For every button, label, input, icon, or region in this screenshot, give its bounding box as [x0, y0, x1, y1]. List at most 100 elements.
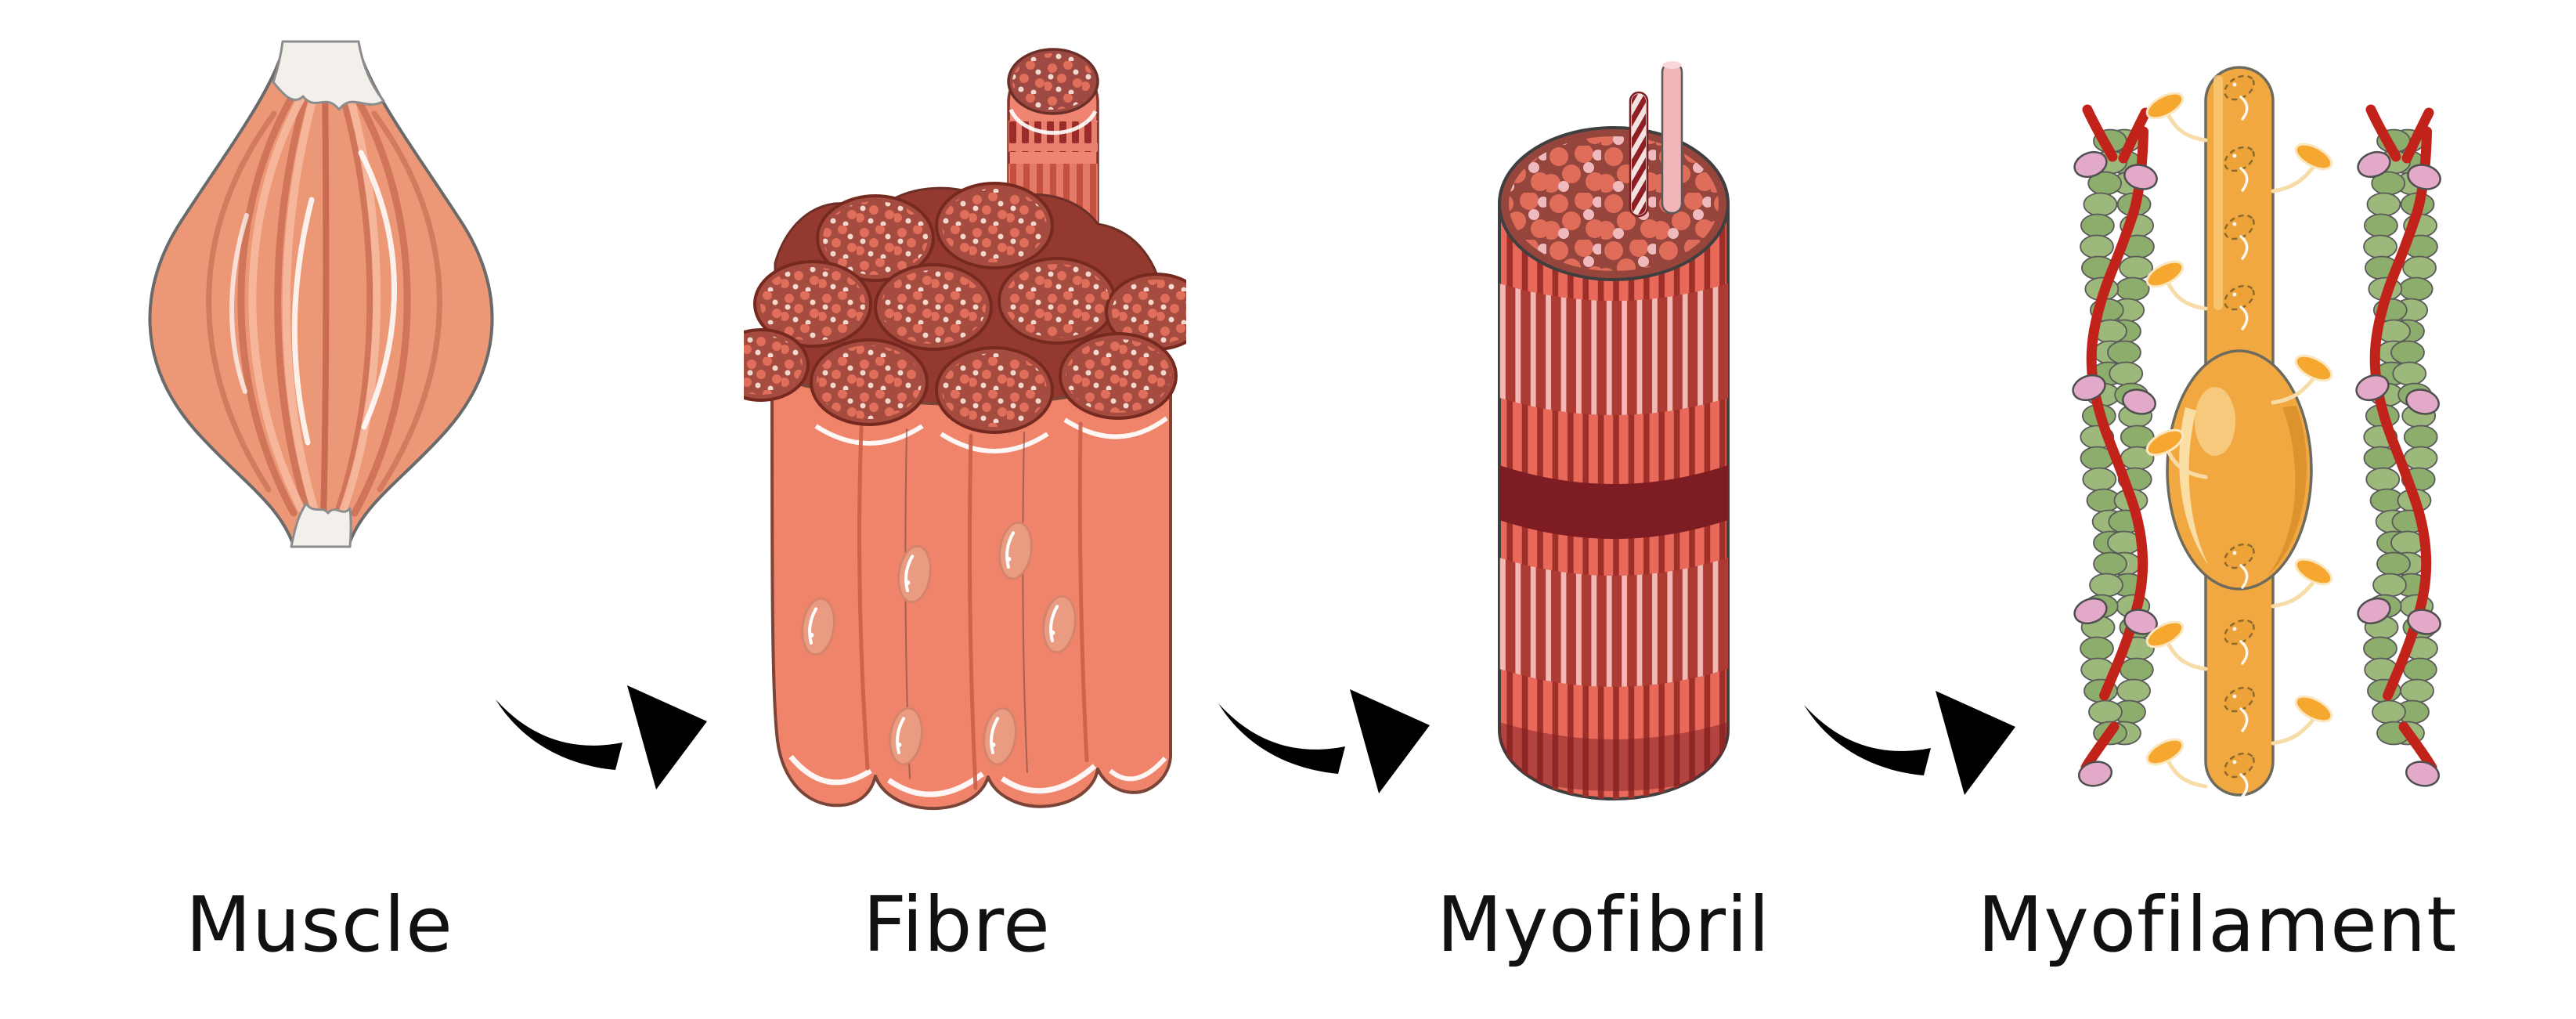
actin-bead: [2089, 573, 2123, 598]
troponin: [2355, 374, 2390, 402]
actin-bead: [2364, 213, 2398, 238]
troponin: [2123, 164, 2158, 190]
myosin-ghost-head: [2224, 752, 2255, 798]
actin-bead: [2082, 467, 2117, 492]
troponin: [2073, 597, 2108, 625]
myosin-head: [2145, 260, 2185, 288]
actin-bead: [2080, 234, 2114, 259]
myosin-neck: [2165, 447, 2208, 479]
myosin-head: [2145, 428, 2185, 457]
nucleus: [801, 597, 835, 656]
striation-bands: [1499, 204, 1728, 799]
actin-bead: [2392, 361, 2427, 386]
troponin: [2405, 388, 2440, 415]
actin-bead: [2365, 467, 2401, 492]
myosin-filament: [2166, 66, 2313, 797]
curved-arrow-icon: [496, 685, 707, 790]
myosin-rod-icon: [1661, 61, 1683, 215]
actin-bead: [2109, 361, 2144, 386]
myosin-neck: [2165, 639, 2208, 671]
myosin-neck: [2165, 279, 2208, 311]
myosin-neck: [2271, 576, 2318, 609]
nucleus: [897, 544, 932, 604]
stage-label-myofibril: Myofibril: [1437, 880, 1770, 969]
fibre-illustration: [744, 48, 1186, 811]
troponin: [2357, 597, 2391, 625]
myosin-ghost-head: [2224, 284, 2255, 331]
actin-bead: [2400, 678, 2434, 703]
troponin: [2072, 374, 2106, 402]
curved-arrow-icon: [1218, 689, 1430, 793]
tropomyosin-strand: [2086, 126, 2149, 701]
troponin: [2073, 150, 2108, 179]
stage-label-muscle: Muscle: [186, 880, 453, 969]
myosin-head: [2294, 558, 2333, 586]
actin-bead: [2116, 678, 2151, 703]
myosin-ghost-head: [2224, 214, 2255, 260]
actin-bead: [2119, 657, 2154, 682]
stage-label-myofilament: Myofilament: [1977, 880, 2458, 969]
actin-bead: [2115, 276, 2150, 302]
myosin-neck: [2271, 373, 2318, 405]
troponin: [2077, 761, 2113, 787]
myosin-heads-right: [2271, 143, 2333, 746]
actin-bead: [2093, 551, 2127, 576]
myosin-head: [2145, 92, 2185, 120]
actin-bead: [2363, 234, 2397, 259]
tendon-bottom: [290, 502, 352, 548]
myosin-ghost-head: [2224, 619, 2255, 665]
actin-bead: [2403, 425, 2438, 450]
nucleus: [998, 521, 1033, 580]
muscle-creases: [206, 73, 442, 524]
actin-rod-icon: [1629, 91, 1649, 218]
myosin-heads-left: [2145, 92, 2208, 789]
actin-bead: [2366, 192, 2401, 217]
actin-bead: [2083, 192, 2118, 217]
myofilament-illustration: [2072, 66, 2441, 798]
actin-bead: [2372, 699, 2406, 725]
sheath-grooves: [857, 421, 1089, 790]
curved-arrow-icon: [1804, 691, 2015, 795]
actin-bead: [2390, 340, 2425, 365]
myosin-ghost-head: [2224, 543, 2255, 589]
tropomyosin-strand: [2369, 126, 2433, 701]
myofibril-illustration: [1498, 61, 1730, 801]
actin-bead: [2376, 551, 2411, 576]
troponin: [2405, 761, 2441, 787]
myosin-ghost-heads: [2224, 74, 2255, 798]
myosin-head: [2145, 738, 2185, 766]
actin-bead: [2372, 573, 2407, 598]
nucleus: [889, 706, 923, 766]
myosin-head: [2145, 620, 2185, 649]
myosin-head: [2294, 354, 2333, 382]
stage-label-fibre: Fibre: [863, 880, 1051, 969]
myosin-ghost-head: [2224, 74, 2255, 121]
actin-bead: [2080, 213, 2115, 238]
myosin-neck: [2271, 161, 2318, 193]
sheath-rim-highlights: [788, 416, 1168, 797]
myosin-ghost-head: [2224, 686, 2255, 732]
actin-bead: [2403, 446, 2438, 471]
actin-filament-right: [2355, 104, 2441, 787]
actin-bead: [2080, 636, 2114, 661]
actin-bead: [2402, 255, 2437, 280]
fibre-nuclei: [801, 521, 1077, 766]
fibre-cut-face: [1007, 48, 1099, 115]
troponin: [2407, 609, 2441, 635]
myosin-neck: [2271, 714, 2318, 746]
troponin: [2407, 164, 2441, 190]
actin-filament-left: [2072, 104, 2158, 787]
myosin-head: [2294, 143, 2333, 171]
actin-bead: [2363, 636, 2397, 661]
nucleus: [983, 706, 1017, 766]
myosin-neck: [2165, 110, 2208, 143]
actin-bead: [2088, 699, 2123, 725]
troponin: [2123, 609, 2158, 635]
tendon-top: [272, 40, 385, 111]
troponin: [2122, 388, 2156, 415]
myosin-neck: [2165, 757, 2208, 789]
actin-bead: [2398, 276, 2433, 302]
myosin-head: [2294, 695, 2333, 723]
muscle-illustration: [148, 40, 494, 548]
